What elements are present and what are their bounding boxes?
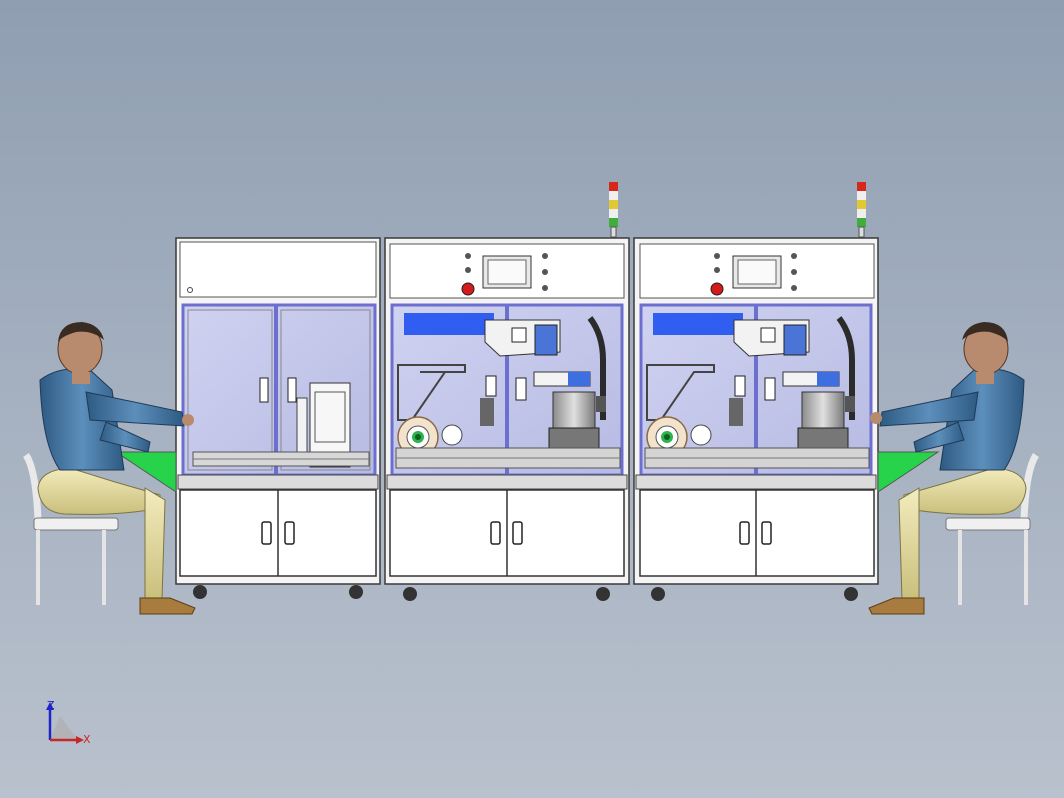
- middle-hmi-touch-screen[interactable]: [482, 255, 532, 289]
- right-loading-tray: [877, 451, 940, 493]
- coordinate-triad: Z X: [38, 696, 108, 760]
- right-chair: [945, 453, 1040, 605]
- right-signal-tower: [857, 182, 866, 238]
- right-hmi-touch-screen[interactable]: [732, 255, 782, 289]
- triad-axes-icon: [46, 702, 84, 744]
- z-axis-label: Z: [47, 699, 55, 712]
- right-tape-reel: [646, 416, 712, 458]
- middle-emergency-stop-button[interactable]: [461, 282, 475, 296]
- left-operator: [37, 322, 196, 615]
- left-chair: [22, 453, 119, 605]
- right-emergency-stop-button[interactable]: [710, 282, 724, 296]
- middle-robot-station[interactable]: [384, 182, 630, 601]
- left-signal-tower: [609, 182, 618, 238]
- middle-tape-reel: [397, 416, 463, 458]
- right-operator: [868, 322, 1027, 615]
- x-axis-label: X: [83, 733, 91, 746]
- left-feeding-station[interactable]: [175, 237, 381, 599]
- right-robot-station[interactable]: [633, 182, 879, 601]
